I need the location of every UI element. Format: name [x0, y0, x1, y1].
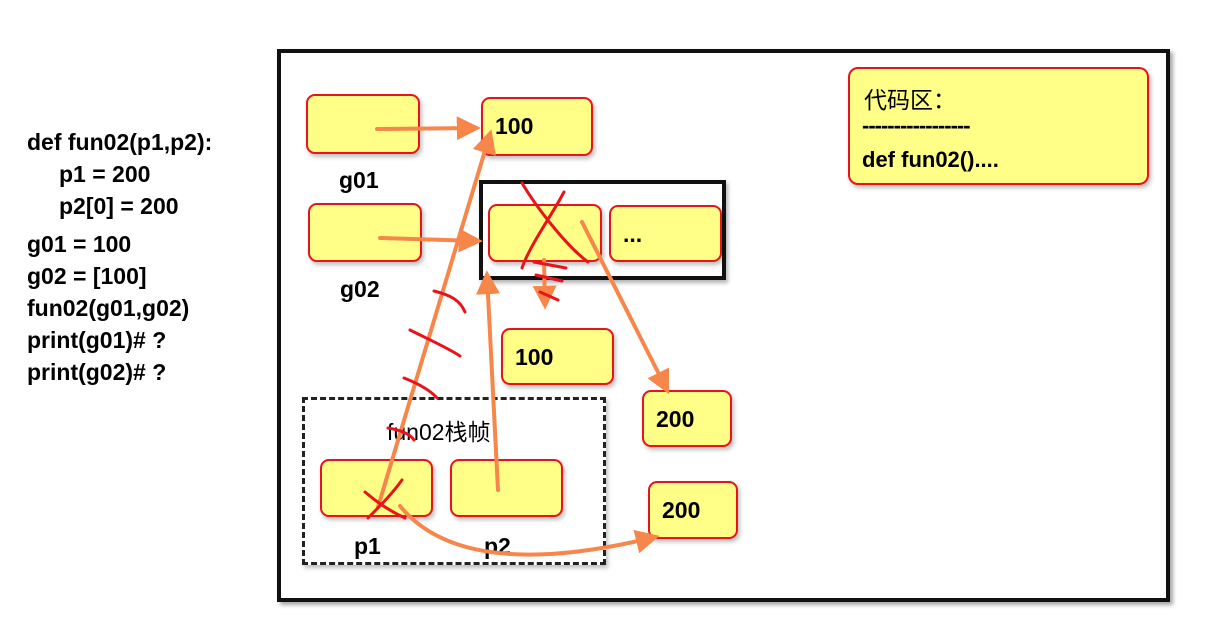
param-p2-box [450, 459, 563, 517]
param-p1-label: p1 [354, 533, 381, 559]
strike-p1-x-1 [363, 490, 407, 520]
var-g01-label: g01 [339, 167, 379, 193]
arrow-g01-to-100 [375, 116, 481, 141]
object-value: 200 [662, 497, 701, 523]
strike-p1-arrow-4 [386, 426, 416, 442]
code-area-box: 代码区： ----------------- def fun02().... [848, 67, 1149, 185]
stack-frame [302, 397, 606, 565]
object-value: 100 [515, 344, 554, 370]
var-g02-box [308, 203, 422, 262]
arrow-g02-to-list [378, 228, 483, 253]
code-listing: def fun02(p1,p2): p1 = 200 p2[0] = 200 g… [27, 126, 212, 388]
arrow-p1-to-200 [398, 504, 660, 557]
strike-p1-arrow-2 [408, 328, 462, 358]
object-value: 200 [656, 406, 695, 432]
strike-p1-arrow-3 [402, 376, 439, 400]
code-area-divider: ----------------- [862, 113, 971, 138]
strike-p1-x-2 [366, 478, 404, 520]
object-value: 100 [495, 113, 534, 139]
strike-slot-x-1 [520, 181, 590, 264]
code-line: p1 = 200 [59, 161, 151, 187]
arrow-p2-to-list [475, 270, 500, 492]
list-slot-rest: ... [609, 205, 722, 262]
code-line: g01 = 100 [27, 231, 132, 257]
arrow-p1-to-100 [376, 129, 496, 509]
arrow-slot-to-200 [580, 220, 670, 395]
strike-arrow-mark-3 [538, 290, 560, 302]
code-line: print(g01)# ? [27, 327, 167, 353]
var-g01-box [306, 94, 420, 154]
var-g02-label: g02 [340, 276, 380, 302]
object-value: ... [623, 221, 643, 247]
code-line: print(g02)# ? [27, 359, 167, 385]
code-line: g02 = [100] [27, 263, 147, 289]
code-line: p2[0] = 200 [59, 193, 179, 219]
int-object-100-mid: 100 [501, 328, 614, 385]
int-object-200-bottom: 200 [648, 481, 738, 539]
int-object-200-right: 200 [642, 390, 732, 447]
code-line: def fun02(p1,p2): [27, 129, 213, 155]
strike-arrow-mark-1 [532, 260, 568, 270]
list-slot-0 [488, 204, 602, 262]
arrow-slot-to-100 [532, 258, 557, 310]
int-object-100-top: 100 [481, 97, 593, 156]
code-line: fun02(g01,g02) [27, 295, 190, 321]
code-area-entry: def fun02().... [862, 147, 999, 172]
strike-p1-arrow-1 [432, 289, 467, 314]
strike-slot-x-2 [520, 190, 566, 270]
code-area-title: 代码区： [864, 87, 956, 113]
strike-arrow-mark-2 [534, 273, 564, 283]
